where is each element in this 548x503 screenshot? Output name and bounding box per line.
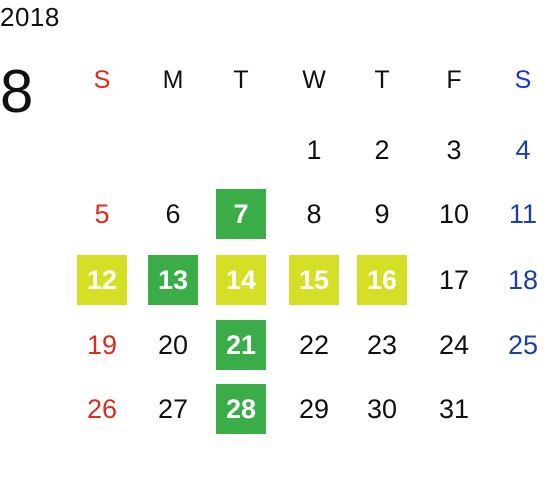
weekday-header-sun: S [93, 65, 111, 94]
day-cell-20[interactable]: 20 [157, 329, 189, 360]
day-cell-2[interactable]: 2 [374, 134, 390, 165]
weekday-header-fri: F [446, 65, 462, 94]
day-cell-3[interactable]: 3 [446, 134, 462, 165]
day-cell-13[interactable]: 13 [148, 255, 198, 305]
day-cell-9[interactable]: 9 [374, 198, 390, 229]
day-cell-10[interactable]: 10 [438, 198, 470, 229]
weekday-header-sat: S [514, 65, 532, 94]
day-cell-17[interactable]: 17 [438, 264, 470, 295]
weekday-header-thu: T [374, 65, 390, 94]
day-cell-8[interactable]: 8 [306, 198, 322, 229]
day-cell-1[interactable]: 1 [306, 134, 322, 165]
day-cell-5[interactable]: 5 [94, 198, 110, 229]
day-cell-19[interactable]: 19 [86, 329, 118, 360]
day-cell-30[interactable]: 30 [366, 393, 398, 424]
day-cell-15[interactable]: 15 [289, 255, 339, 305]
day-cell-22[interactable]: 22 [298, 329, 330, 360]
day-cell-12[interactable]: 12 [77, 255, 127, 305]
day-cell-24[interactable]: 24 [438, 329, 470, 360]
year-label: 2018 [0, 2, 60, 32]
day-cell-7[interactable]: 7 [216, 189, 266, 239]
day-cell-27[interactable]: 27 [157, 393, 189, 424]
day-cell-25[interactable]: 25 [507, 329, 539, 360]
day-cell-18[interactable]: 18 [507, 264, 539, 295]
day-cell-23[interactable]: 23 [366, 329, 398, 360]
day-cell-31[interactable]: 31 [438, 393, 470, 424]
weekday-header-wed: W [302, 65, 326, 94]
weekday-header-tue: T [233, 65, 249, 94]
day-cell-16[interactable]: 16 [357, 255, 407, 305]
day-cell-26[interactable]: 26 [86, 393, 118, 424]
day-cell-4[interactable]: 4 [515, 134, 531, 165]
weekday-header-mon: M [162, 65, 184, 94]
day-cell-29[interactable]: 29 [298, 393, 330, 424]
day-cell-28[interactable]: 28 [216, 384, 266, 434]
day-cell-21[interactable]: 21 [216, 320, 266, 370]
day-cell-14[interactable]: 14 [216, 255, 266, 305]
month-label: 8 [0, 58, 34, 125]
day-cell-11[interactable]: 11 [508, 198, 538, 229]
day-cell-6[interactable]: 6 [165, 198, 181, 229]
